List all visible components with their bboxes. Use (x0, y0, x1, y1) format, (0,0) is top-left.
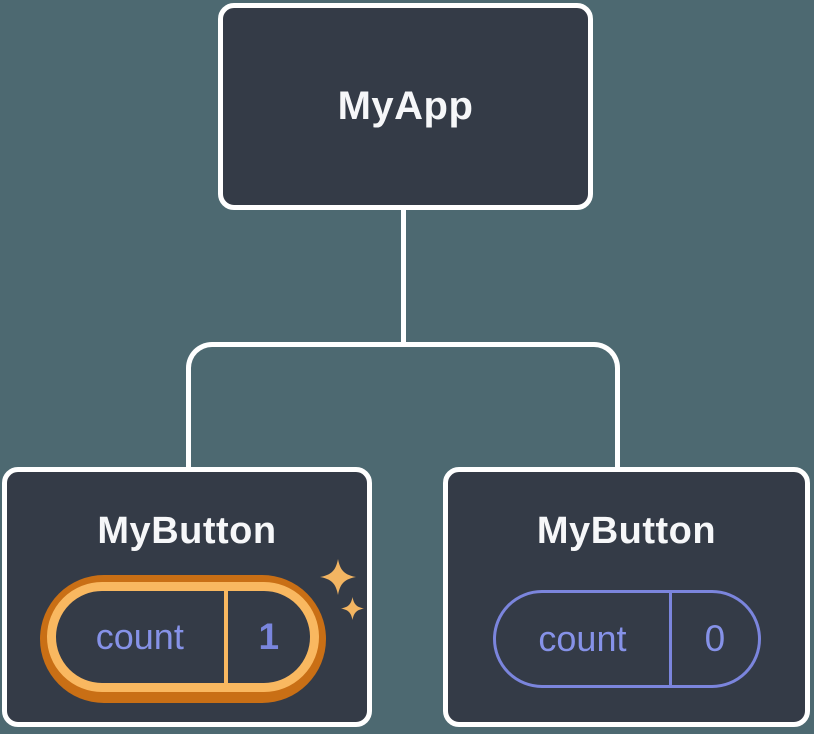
connector-branch (186, 342, 620, 467)
node-mybutton-right: MyButton count 0 (443, 467, 810, 727)
node-myapp: MyApp (218, 3, 593, 210)
state-value: 0 (704, 618, 726, 659)
sparkle-icon-large (320, 559, 356, 595)
state-divider (668, 593, 672, 685)
state-name: count (538, 618, 627, 659)
state-value: 1 (258, 616, 280, 657)
node-title: MyButton (97, 510, 277, 552)
state-pill: count 0 (493, 590, 761, 688)
node-title: MyApp (337, 84, 474, 128)
node-mybutton-left: MyButton count 1 (2, 467, 372, 727)
connector-stem (401, 208, 406, 344)
state-name: count (95, 616, 184, 657)
sparkle-icon-small (341, 597, 364, 620)
state-pill-highlighted: count 1 (40, 575, 326, 703)
state-divider (223, 591, 228, 683)
node-title: MyButton (536, 510, 717, 552)
